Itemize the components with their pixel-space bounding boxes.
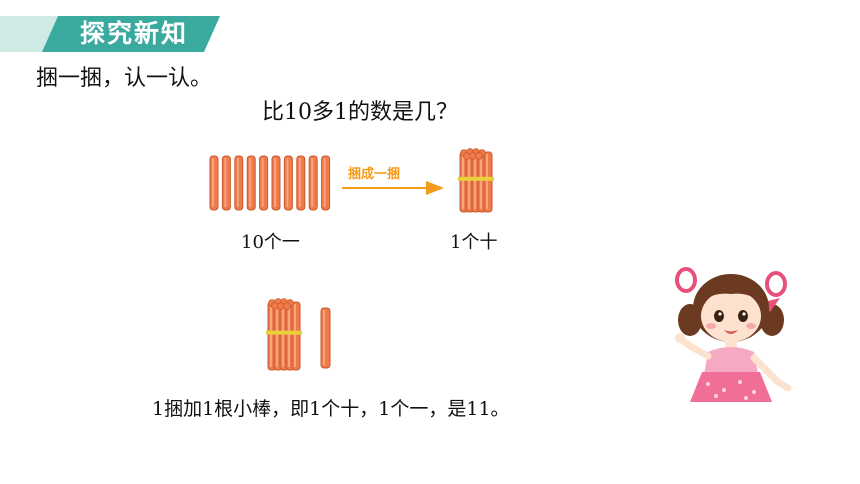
section-title: 探究新知 xyxy=(80,19,189,48)
girl-illustration xyxy=(675,267,792,402)
subtitle: 捆一捆，认一认。 xyxy=(36,66,213,91)
stick-bundle-bottom xyxy=(266,298,302,371)
section-tab-banner xyxy=(0,16,220,52)
arrow-label: 捆成一捆 xyxy=(348,167,401,182)
ten-loose-sticks xyxy=(209,155,331,211)
question: 比10多1的数是几？ xyxy=(262,100,458,125)
bundle-arrow xyxy=(342,181,444,195)
label-ten-ones: 10个一 xyxy=(241,232,300,253)
section-tab: 探究新知 xyxy=(0,14,222,54)
stick-bundle xyxy=(458,148,494,213)
label-one-ten: 1个十 xyxy=(450,232,498,253)
single-stick xyxy=(320,307,331,369)
conclusion: 1捆加1根小棒，即1个十，1个一，是11。 xyxy=(152,398,510,420)
